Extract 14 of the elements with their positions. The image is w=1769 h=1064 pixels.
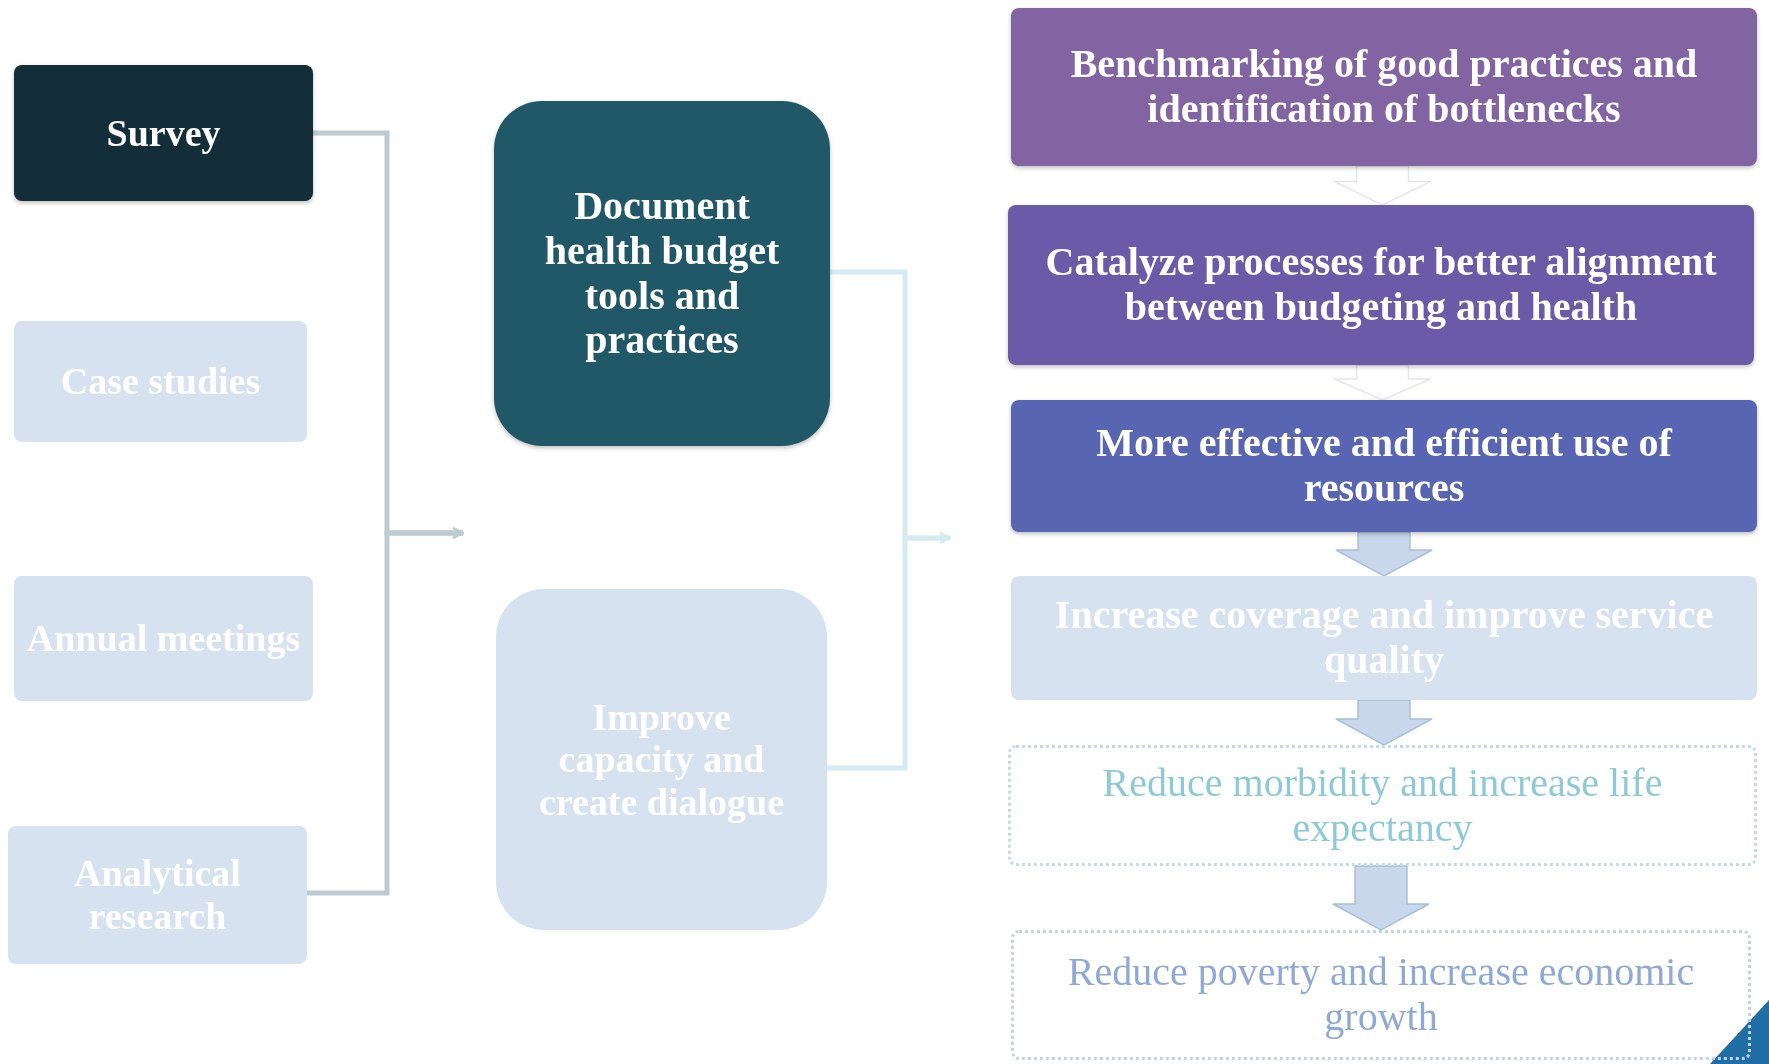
block-arrow (1332, 865, 1430, 931)
block-arrow (1333, 364, 1432, 401)
outcome-box: More effective and efficient use of resources (1011, 400, 1757, 532)
bracket-arrow (307, 527, 464, 896)
block-arrow (1335, 699, 1433, 746)
block-arrow (1335, 531, 1433, 577)
block-arrow (1333, 165, 1432, 206)
source-box: Survey (14, 65, 313, 201)
impact-box: Reduce morbidity and increase life expectancy (1008, 745, 1757, 866)
activity-box: Document health budget tools and practices (494, 101, 830, 446)
impact-box: Reduce poverty and increase economic growth (1011, 930, 1751, 1060)
bracket-arrow (827, 532, 951, 771)
outcome-box: Catalyze processes for better alignment between budgeting and health (1008, 205, 1754, 365)
outcome-box: Benchmarking of good practices and identification of bottlenecks (1011, 8, 1757, 166)
